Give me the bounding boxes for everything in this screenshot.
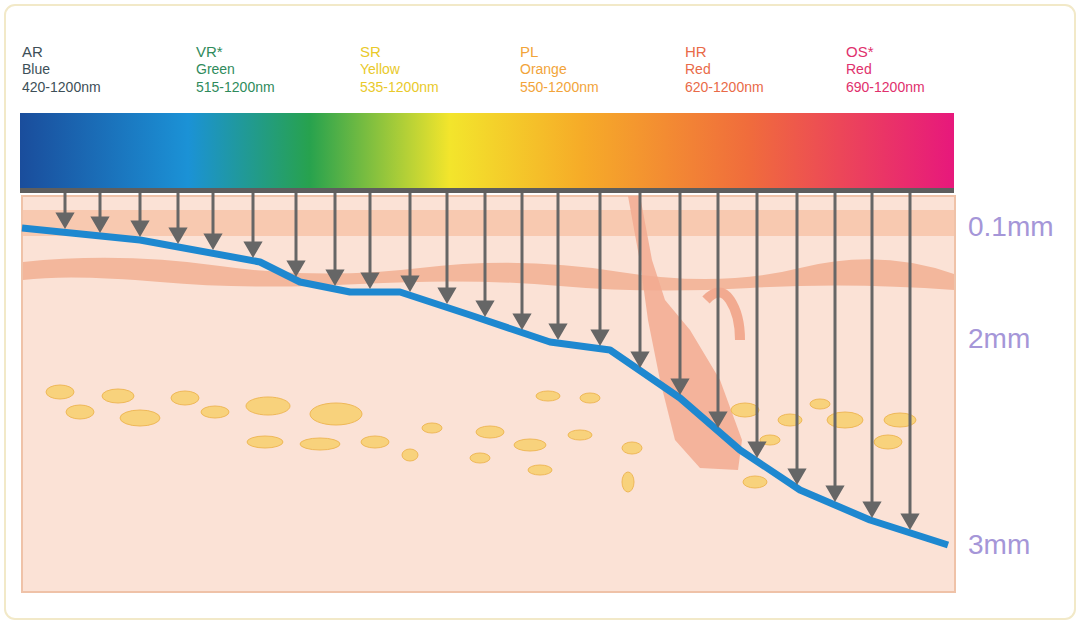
sebaceous-gland bbox=[706, 293, 740, 341]
color-name: Red bbox=[846, 62, 872, 77]
color-name: Red bbox=[685, 62, 711, 77]
depth-label: 3mm bbox=[968, 530, 1030, 561]
hair-follicle bbox=[628, 196, 742, 470]
filter-code: AR bbox=[22, 44, 43, 61]
color-name: Yellow bbox=[360, 62, 400, 77]
filter-code: PL bbox=[520, 44, 538, 61]
frame bbox=[5, 5, 1075, 619]
depth-label: 0.1mm bbox=[968, 212, 1054, 243]
epidermis-layer bbox=[23, 210, 954, 236]
filter-code: HR bbox=[685, 44, 707, 61]
wavelength-range: 690-1200nm bbox=[846, 80, 925, 95]
bar-edge bbox=[20, 188, 954, 193]
color-name: Blue bbox=[22, 62, 50, 77]
depth-label: 2mm bbox=[968, 324, 1030, 355]
skin-block bbox=[22, 196, 955, 592]
color-name: Green bbox=[196, 62, 235, 77]
wavelength-range: 420-1200nm bbox=[22, 80, 101, 95]
filter-code: VR* bbox=[196, 44, 223, 61]
fat-cells bbox=[46, 385, 916, 492]
spectrum-bar bbox=[20, 113, 954, 190]
wavelength-range: 515-1200nm bbox=[196, 80, 275, 95]
light-arrows bbox=[58, 193, 917, 527]
wavelength-range: 550-1200nm bbox=[520, 80, 599, 95]
color-name: Orange bbox=[520, 62, 567, 77]
filter-code: OS* bbox=[846, 44, 874, 61]
dermal-junction bbox=[23, 258, 954, 291]
filter-code: SR bbox=[360, 44, 381, 61]
wavelength-range: 535-1200nm bbox=[360, 80, 439, 95]
wavelength-range: 620-1200nm bbox=[685, 80, 764, 95]
